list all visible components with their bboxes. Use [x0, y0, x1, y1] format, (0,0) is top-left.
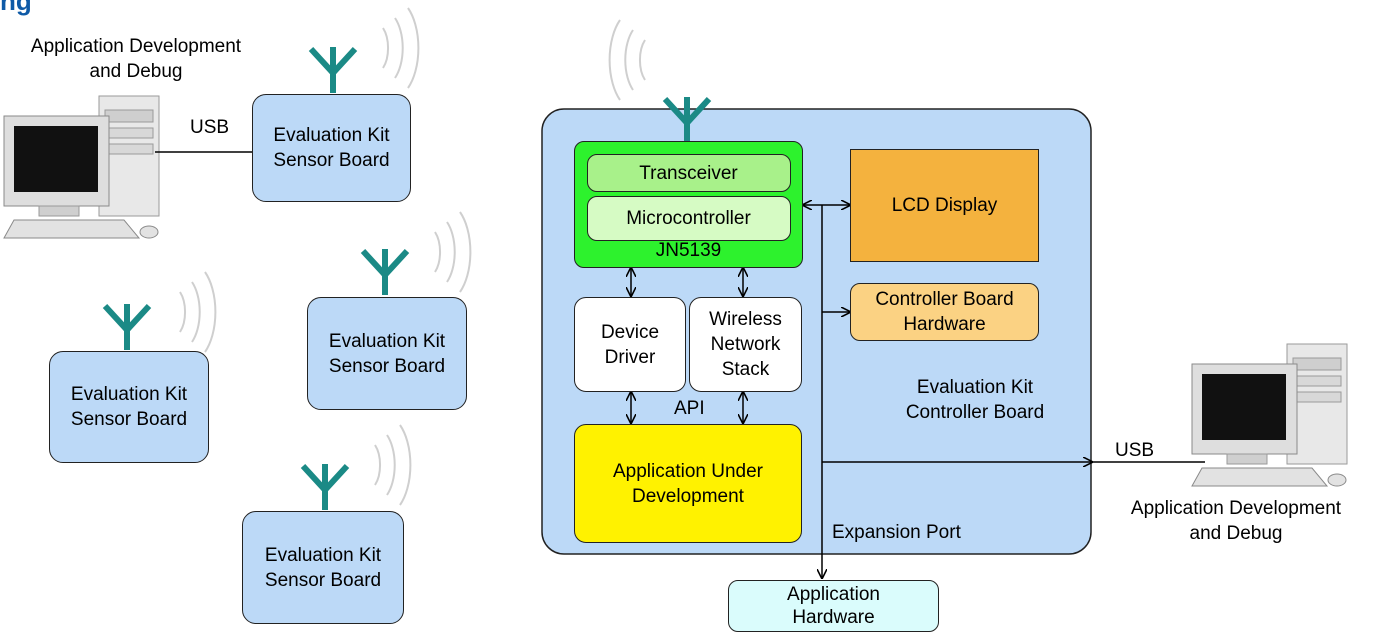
controller-board-label-line1: Evaluation Kit	[916, 377, 1034, 398]
expansion-port-label: Expansion Port	[832, 522, 961, 543]
sensor-board-line1: Evaluation Kit	[273, 125, 390, 146]
app-dev-line2: Development	[632, 485, 744, 507]
pc-right-label-line1: Application Development	[1130, 498, 1342, 519]
sensor-board-line2: Sensor Board	[273, 150, 390, 171]
usb-label-left: USB	[190, 117, 230, 138]
pc-right-label: Application Development and Debug	[1100, 496, 1372, 546]
lcd-display-label: LCD Display	[891, 195, 998, 216]
computer-right-icon	[1191, 343, 1348, 487]
device-driver-line1: Device	[600, 321, 660, 343]
jn5139-chip: Transceiver Microcontroller JN5139	[574, 141, 803, 268]
antenna-icon	[105, 304, 149, 350]
pc-left-label-line2: and Debug	[89, 61, 183, 82]
device-driver-block: Device Driver	[574, 297, 686, 392]
sensor-board-line2: Sensor Board	[328, 355, 446, 377]
sensor-board: Evaluation Kit Sensor Board	[307, 297, 467, 410]
page-heading-fragment: ng	[0, 0, 32, 16]
network-stack-line2: Network	[710, 334, 781, 355]
api-label: API	[674, 398, 705, 419]
app-dev-line1: Application Under	[613, 460, 763, 482]
pc-left-label-line1: Application Development	[30, 36, 242, 57]
transceiver-block: Transceiver	[586, 154, 791, 192]
app-hw-line2: Hardware	[792, 607, 875, 628]
lcd-display: LCD Display	[850, 149, 1039, 262]
wireless-network-stack-block: Wireless Network Stack	[689, 297, 802, 392]
controller-board-label-line2: Controller Board	[905, 402, 1045, 423]
application-hardware-block: Application Hardware	[728, 580, 939, 632]
controller-hw-line2: Hardware	[903, 314, 986, 335]
sensor-board: Evaluation Kit Sensor Board	[242, 511, 404, 624]
sensor-board-line1: Evaluation Kit	[328, 330, 446, 352]
sensor-board: Evaluation Kit Sensor Board	[252, 94, 411, 202]
radio-waves-icon	[608, 19, 646, 101]
microcontroller-block: Microcontroller	[586, 196, 791, 241]
usb-label-right: USB	[1115, 440, 1155, 461]
radio-waves-icon	[374, 424, 412, 506]
application-under-development-block: Application Under Development	[574, 424, 802, 543]
transceiver-label: Transceiver	[639, 162, 738, 184]
network-stack-line3: Stack	[721, 359, 770, 380]
pc-left-label: Application Development and Debug	[0, 34, 272, 84]
radio-waves-icon	[382, 7, 420, 89]
network-stack-line1: Wireless	[709, 309, 782, 330]
antenna-icon	[311, 47, 355, 93]
radio-waves-icon	[179, 271, 217, 353]
pc-right-label-line2: and Debug	[1189, 523, 1283, 544]
sensor-board-line2: Sensor Board	[264, 569, 382, 591]
antenna-icon	[303, 464, 347, 510]
sensor-board-line1: Evaluation Kit	[264, 544, 382, 566]
microcontroller-label: Microcontroller	[626, 208, 751, 229]
computer-left-icon	[3, 95, 160, 239]
radio-waves-icon	[434, 211, 472, 293]
sensor-board: Evaluation Kit Sensor Board	[49, 351, 209, 463]
sensor-board-line2: Sensor Board	[70, 409, 188, 430]
jn5139-label: JN5139	[655, 240, 722, 261]
controller-board-label: Evaluation Kit Controller Board	[880, 375, 1070, 425]
device-driver-line2: Driver	[604, 346, 656, 368]
controller-hw-line1: Controller Board	[875, 289, 1014, 310]
controller-board-hardware: Controller Board Hardware	[850, 283, 1039, 341]
antenna-icon	[363, 249, 407, 295]
sensor-board-line1: Evaluation Kit	[70, 384, 188, 405]
app-hw-line1: Application	[787, 584, 880, 605]
